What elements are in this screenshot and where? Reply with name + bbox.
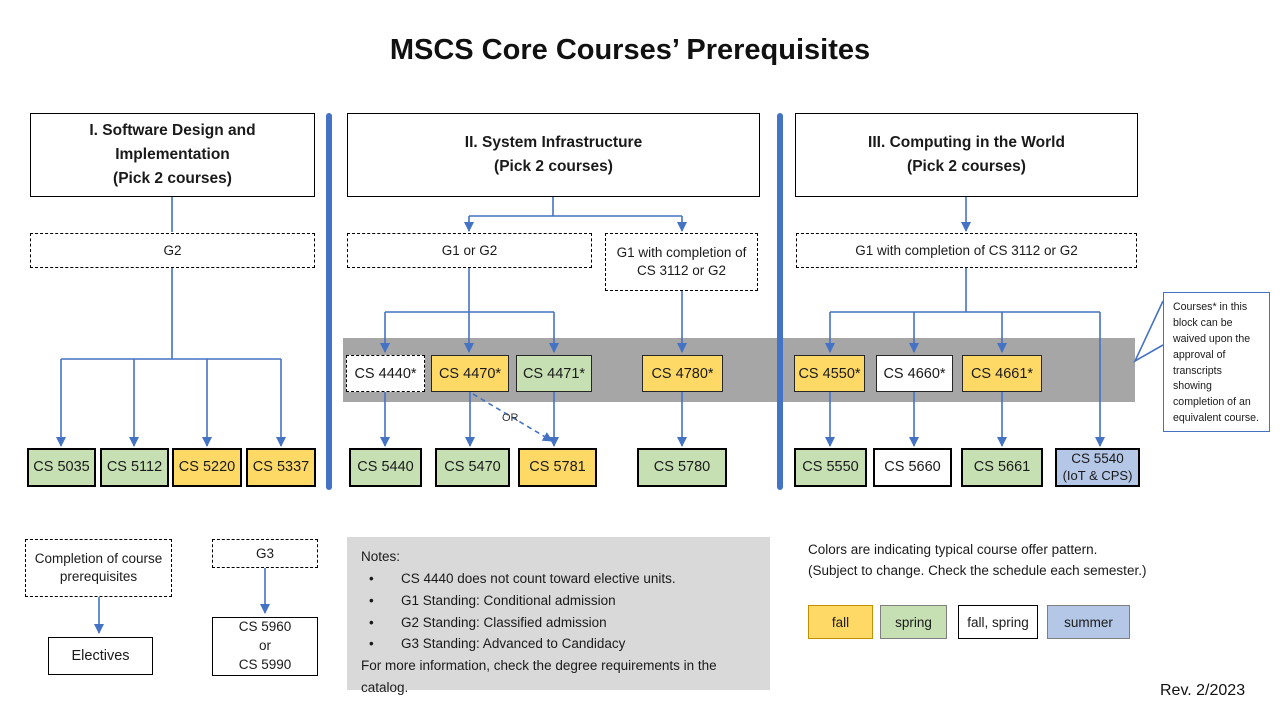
prereq-box-g3: G3 — [212, 539, 318, 568]
legend-swatch-fall-spring: fall, spring — [958, 605, 1038, 639]
band-course-cs-4471: CS 4471* — [516, 355, 592, 392]
band-course-cs-4550: CS 4550* — [794, 355, 865, 392]
prereq-box-g2: G2 — [30, 233, 315, 268]
course-cs-5220: CS 5220 — [172, 448, 242, 487]
course-cs-5112: CS 5112 — [100, 448, 169, 487]
divider-bar-2 — [777, 113, 783, 490]
or-label: OR — [502, 412, 519, 424]
column-3-header: III. Computing in the World (Pick 2 cour… — [795, 113, 1138, 197]
legend-swatch-spring: spring — [880, 605, 947, 639]
band-course-cs-4470: CS 4470* — [431, 355, 509, 392]
capstone-line2: or — [258, 638, 271, 654]
band-course-cs-4660: CS 4660* — [876, 355, 953, 392]
prereq-box-g1-or-g2: G1 or G2 — [347, 233, 592, 268]
column-3-pick: (Pick 2 courses) — [907, 158, 1026, 175]
column-2-title: II. System Infrastructure — [464, 133, 643, 151]
prereq-box-completion: Completion of course prerequisites — [25, 539, 172, 597]
capstone-line3: CS 5990 — [238, 656, 292, 672]
course-cs-5550: CS 5550 — [794, 448, 867, 487]
course-cs-5540-line1: CS 5540 — [1071, 450, 1124, 466]
course-cs-5035: CS 5035 — [27, 448, 96, 487]
course-cs-5780: CS 5780 — [637, 448, 727, 487]
capstone-box: CS 5960 or CS 5990 — [212, 617, 318, 676]
capstone-line1: CS 5960 — [238, 619, 292, 635]
revision-label: Rev. 2/2023 — [1160, 682, 1246, 699]
column-2-header: II. System Infrastructure (Pick 2 course… — [347, 113, 760, 197]
legend-caption-line2: (Subject to change. Check the schedule e… — [808, 562, 1147, 578]
note-item: G3 Standing: Advanced to Candidacy — [361, 633, 756, 655]
electives-box: Electives — [48, 637, 153, 675]
column-1-header: I. Software Design and Implementation (P… — [30, 113, 315, 197]
band-course-cs-4780: CS 4780* — [642, 355, 723, 392]
prereq-box-g1-cs3112-col3: G1 with completion of CS 3112 or G2 — [796, 233, 1137, 268]
notes-panel: Notes: CS 4440 does not count toward ele… — [347, 537, 770, 695]
course-cs-5661: CS 5661 — [961, 448, 1043, 487]
course-cs-5781: CS 5781 — [518, 448, 597, 487]
band-course-cs-4440: CS 4440* — [346, 355, 425, 392]
notes-list: CS 4440 does not count toward elective u… — [361, 568, 756, 655]
course-cs-5470: CS 5470 — [435, 448, 510, 487]
waiver-callout: Courses* in this block can be waived upo… — [1163, 292, 1270, 432]
divider-bar-1 — [326, 113, 332, 490]
column-1-title: I. Software Design and Implementation — [89, 121, 256, 163]
notes-footer: For more information, check the degree r… — [361, 658, 717, 696]
page-title: MSCS Core Courses’ Prerequisites — [389, 34, 871, 66]
column-2-pick: (Pick 2 courses) — [494, 158, 613, 175]
course-cs-5540: CS 5540 (IoT & CPS) — [1055, 448, 1140, 487]
prereq-box-g1-cs3112-col2: G1 with completion of CS 3112 or G2 — [605, 233, 758, 291]
course-cs-5337: CS 5337 — [246, 448, 316, 487]
note-item: G1 Standing: Conditional admission — [361, 590, 756, 612]
legend-swatch-fall: fall — [808, 605, 873, 639]
course-cs-5660: CS 5660 — [873, 448, 952, 487]
legend-caption-line1: Colors are indicating typical course off… — [808, 542, 1098, 557]
column-3-title: III. Computing in the World — [868, 133, 1065, 151]
legend-swatch-summer: summer — [1047, 605, 1130, 639]
course-cs-5440: CS 5440 — [349, 448, 422, 487]
course-cs-5540-line2: (IoT & CPS) — [1062, 467, 1133, 483]
legend-caption: Colors are indicating typical course off… — [808, 540, 1228, 582]
note-item: CS 4440 does not count toward elective u… — [361, 568, 756, 590]
column-1-pick: (Pick 2 courses) — [113, 170, 232, 187]
note-item: G2 Standing: Classified admission — [361, 612, 756, 634]
band-course-cs-4661: CS 4661* — [962, 355, 1042, 392]
notes-heading: Notes: — [361, 549, 401, 564]
